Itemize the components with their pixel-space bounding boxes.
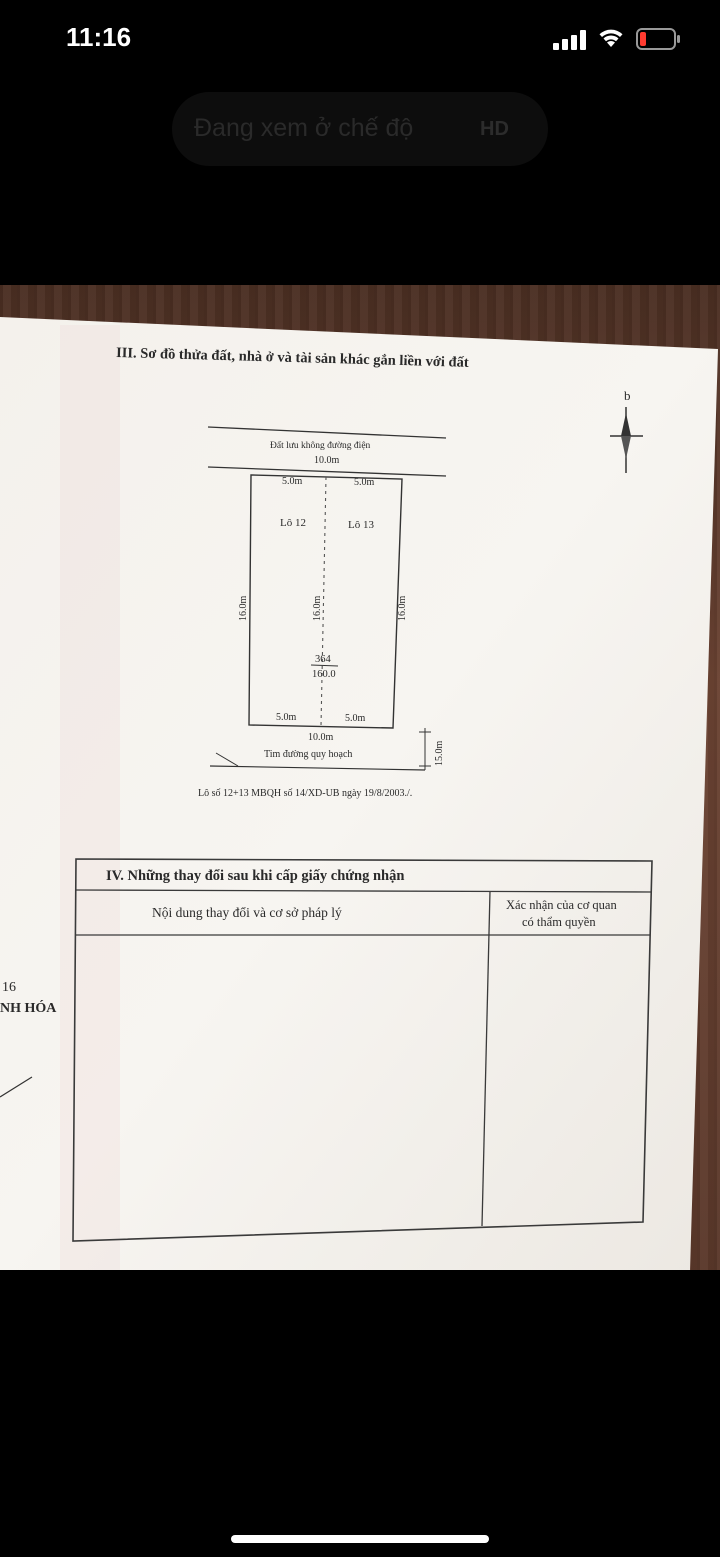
bottom-right-segment: 5.0m [345,713,366,724]
wifi-icon [599,29,623,47]
certificate-page: III. Sơ đồ thửa đất, nhà ở và tài sản kh… [0,317,718,1270]
changes-table-outline [72,858,653,1242]
confirmation-header-line1: Xác nhận của cơ quan [506,898,617,912]
lot-13-label: Lô 13 [348,519,374,531]
top-right-segment: 5.0m [354,477,375,488]
top-left-segment: 5.0m [282,476,303,487]
cellular-signal-icon [553,30,586,50]
diagram-caption: Lô số 12+13 MBQH số 14/XD-UB ngày 19/8/2… [198,788,412,799]
middle-side-length: 16.0m [312,596,323,622]
hd-badge: HD [480,118,509,140]
table-column-divider [481,890,491,1227]
table-title-rule [75,889,653,893]
bottom-left-segment: 5.0m [276,712,297,723]
right-side-length: 16.0m [397,596,408,622]
lot-12-label: Lô 12 [280,517,306,529]
top-width-label: 10.0m [314,455,340,466]
document-photo: III. Sơ đồ thửa đất, nhà ở và tài sản kh… [0,285,720,1270]
parcel-outline [248,474,403,729]
pink-watermark-band [60,325,120,1270]
parcel-top-edge [207,466,447,477]
road-centerline-tick [215,752,239,767]
section4-title: IV. Những thay đổi sau khi cấp giấy chứn… [106,868,404,884]
top-boundary-line [207,426,447,439]
parcel-number: 364 [315,654,332,665]
top-note: Đất lưu không đường điện [270,440,371,451]
road-centerline [209,765,426,771]
changes-column-header: Nội dung thay đổi và cơ sở pháp lý [152,905,342,920]
confirmation-header-line2: có thẩm quyền [522,915,596,929]
clock: 11:16 [66,22,132,52]
parcel-fraction-line [310,664,339,667]
road-offset-label: 15.0m [434,741,445,767]
viewing-mode-text: Đang xem ở chế độ [194,114,414,142]
bottom-width-label: 10.0m [308,732,334,743]
battery-low-icon [636,28,680,50]
paper-sheet [0,317,718,1270]
home-indicator[interactable] [231,1535,489,1543]
video-quality-overlay: Đang xem ở chế độ HD [172,92,548,166]
north-arrow-icon [610,407,643,473]
status-bar: 11:16 [0,0,720,80]
left-edge-stroke [0,1076,33,1098]
left-edge-number: 16 [2,980,16,995]
parcel-area: 160.0 [312,669,336,680]
left-side-length: 16.0m [238,596,249,622]
left-edge-text: NH HÓA [0,999,57,1016]
road-label: Tim đường quy hoạch [264,749,352,760]
north-label: b [624,388,631,403]
